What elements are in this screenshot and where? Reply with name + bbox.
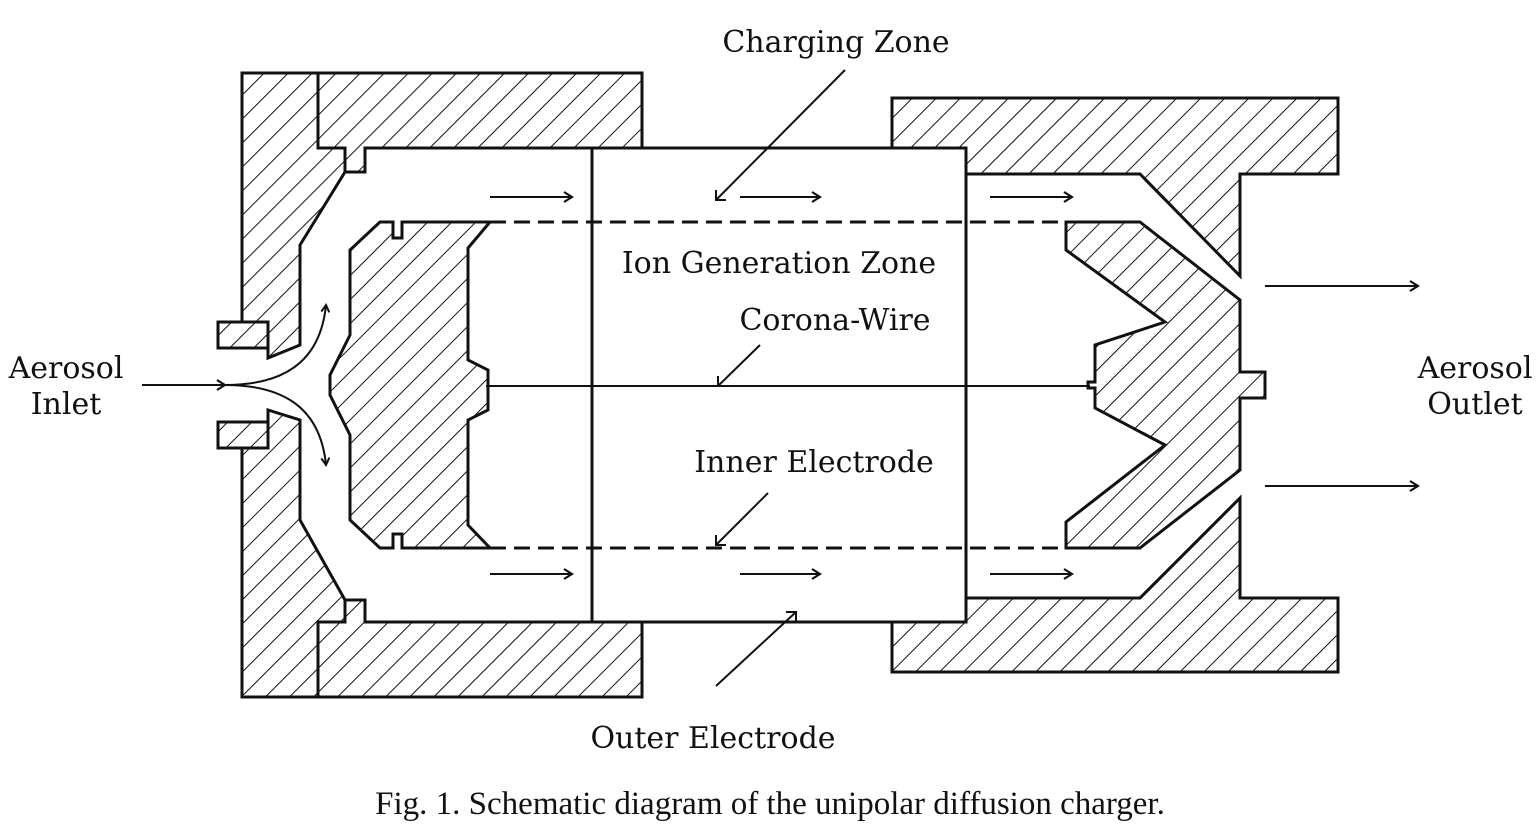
inlet-lip-top [216,320,270,350]
right-inner-cone [1064,220,1267,550]
corona-wire-label: Corona-Wire [739,303,930,338]
charging-zone-label: Charging Zone [722,25,949,60]
right-housing-bottom [890,494,1340,674]
right-housing-top [890,96,1340,280]
corona-wire-leader-tick [717,376,728,387]
left-inner-body [328,220,494,550]
outer-electrode-leader [715,611,797,687]
inner-electrode-leader-tick [715,535,726,546]
left-housing-bottom-inner-edge [316,600,347,697]
ion-generation-zone-label: Ion Generation Zone [622,246,936,281]
inner-electrode-leader [715,492,769,546]
corona-wire-leader [717,344,761,387]
inner-electrode-label: Inner Electrode [694,445,934,480]
figure-caption: Fig. 1. Schematic diagram of the unipola… [375,786,1165,822]
charging-zone-leader [715,69,846,201]
inlet-lip-bottom [216,420,270,450]
charging-zone-leader-tick [715,190,726,201]
aerosol-inlet-label-line2: Inlet [31,387,102,422]
inlet-split-arrow-up [224,305,326,386]
outer-electrode-leader-tick [786,611,797,622]
aerosol-outlet-label-line1: Aerosol [1417,351,1533,386]
outer-electrode-label: Outer Electrode [590,721,835,756]
left-housing-top-inner-edge [316,73,347,172]
aerosol-outlet-label-line2: Outlet [1427,387,1522,422]
aerosol-inlet-label-line1: Aerosol [8,351,124,386]
inlet-split-arrow-down [224,384,326,465]
